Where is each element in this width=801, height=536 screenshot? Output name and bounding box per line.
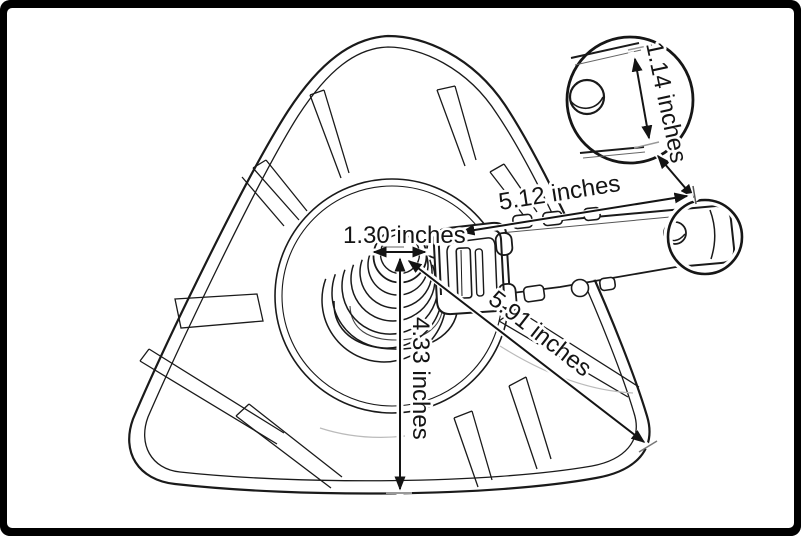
- inset-connector-arrow: [657, 154, 694, 199]
- inset-right-circle: [666, 198, 744, 276]
- detail-inset-top: [562, 32, 698, 168]
- dimension-center-to-corner: [401, 252, 658, 453]
- dimension-label-center-to-edge: 4.33 inches: [407, 317, 434, 440]
- dimension-label-opening-diameter: 1.30 inches: [343, 222, 466, 249]
- dimension-arm-length: [455, 185, 697, 237]
- dimension-opening-diameter: [365, 246, 433, 258]
- dimension-center-to-edge: [386, 250, 412, 496]
- inset-hole: [568, 78, 606, 116]
- clamp-inner-u: [446, 237, 498, 295]
- dim-114-line: [631, 57, 653, 140]
- detail-inset-right: [663, 195, 747, 279]
- dim-512-tick: [692, 185, 697, 205]
- arm-cap-curve: [709, 209, 716, 260]
- clamp-rod-narrow: [474, 248, 485, 297]
- inset-bottom-edge-line2: [582, 151, 646, 159]
- dim-591-line: [407, 260, 646, 443]
- inset-bottom-edge-line: [579, 146, 645, 154]
- dim-512-line: [460, 192, 689, 236]
- inset-top-circle: [565, 35, 695, 165]
- dim-591-tick: [638, 440, 658, 453]
- dimension-arm-width: [627, 44, 660, 149]
- inset-hole-crescent: [569, 96, 604, 110]
- inset-top-edge-line: [570, 42, 640, 59]
- clamp-rod-wide: [455, 247, 473, 299]
- dim-114-ticks: [627, 44, 660, 149]
- base-inner-outline: [144, 46, 637, 482]
